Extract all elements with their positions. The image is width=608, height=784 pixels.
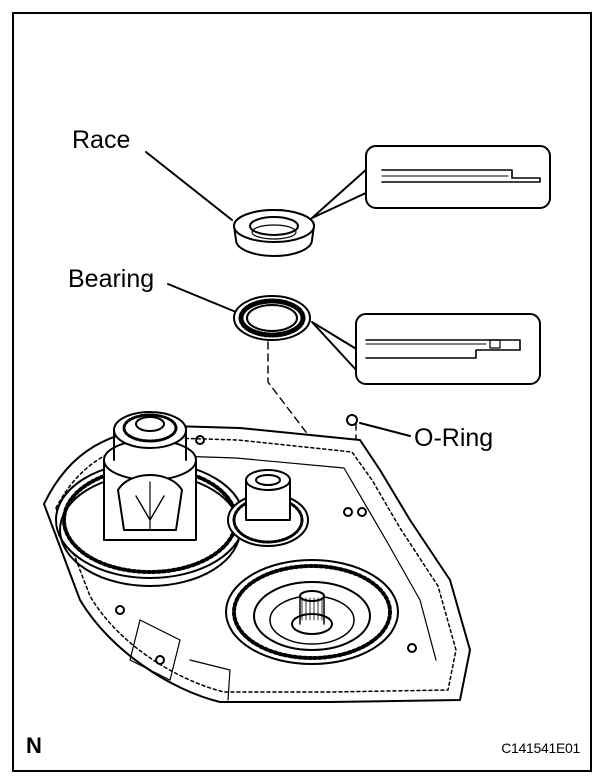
counter-gear (227, 469, 309, 547)
oring-label: O-Ring (414, 424, 494, 452)
differential-gear (55, 411, 245, 587)
bearing-part (233, 295, 311, 341)
oring-leader-line (359, 422, 411, 437)
race-cross-section-callout (311, 145, 551, 219)
race-label: Race (72, 126, 131, 154)
bearing-cross-section-callout (311, 313, 541, 385)
figure-id: C141541E01 (501, 740, 580, 756)
bearing-leader-line (167, 283, 237, 313)
bearing-label: Bearing (68, 265, 155, 293)
race-leader-line (145, 151, 233, 221)
ring-gear (225, 559, 399, 665)
orientation-mark: N (26, 733, 42, 758)
oring-part (346, 414, 358, 426)
race-part (233, 209, 315, 257)
